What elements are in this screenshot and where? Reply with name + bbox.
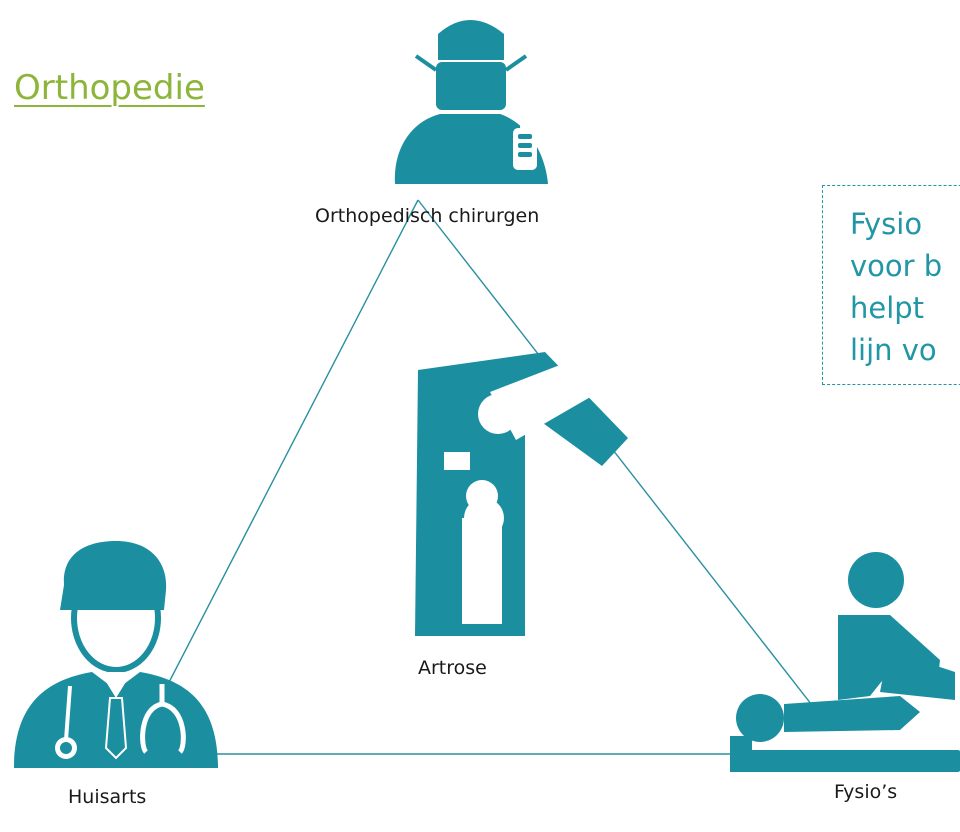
line-surgeon-physio — [417, 199, 823, 719]
callout-line: helpt — [850, 291, 925, 325]
doctor-stethoscope-icon — [14, 541, 218, 768]
triangle-lines — [164, 199, 823, 755]
surgeon-label: Orthopedisch chirurgen — [315, 205, 540, 227]
callout-box: Fysio voor b helpt lijn vo — [822, 185, 960, 385]
artrose-label: Artrose — [418, 657, 487, 679]
callout-line: Fysio — [850, 207, 923, 241]
physiotherapy-icon — [730, 552, 960, 772]
physio-label: Fysio’s — [834, 781, 898, 803]
callout-line: lijn vo — [850, 333, 937, 367]
knee-joint-icon — [415, 352, 628, 636]
callout-line: voor b — [850, 249, 943, 283]
gp-label: Huisarts — [68, 786, 147, 808]
surgeon-icon — [394, 20, 548, 184]
line-surgeon-gp — [164, 199, 419, 691]
page-title: Orthopedie — [14, 68, 205, 108]
